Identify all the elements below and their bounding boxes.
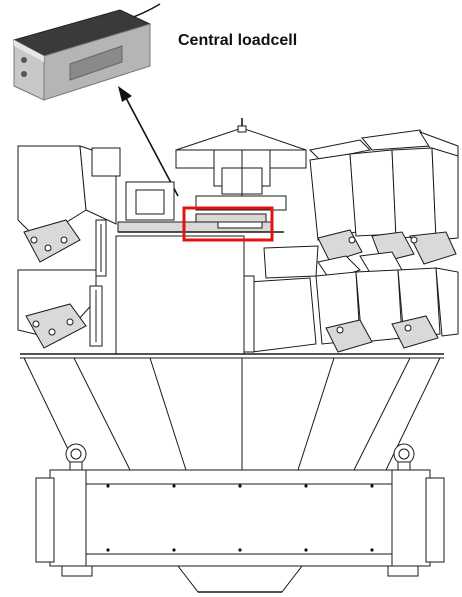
lifting-eye-right xyxy=(393,443,415,471)
central-body xyxy=(115,149,307,355)
top-cone xyxy=(175,118,307,151)
loadcell-in-machine xyxy=(195,213,267,229)
left-hoppers xyxy=(17,145,121,349)
loadcell-photo-icon xyxy=(12,3,161,101)
lifting-eye-left xyxy=(65,443,87,471)
loadcell-highlight-box xyxy=(182,206,274,242)
base-frame xyxy=(35,469,445,593)
right-hoppers xyxy=(243,129,459,353)
discharge-chute xyxy=(23,357,441,471)
arrow-icon xyxy=(118,86,179,197)
chute-rim xyxy=(20,353,444,359)
callout-label: Central loadcell xyxy=(178,32,298,49)
